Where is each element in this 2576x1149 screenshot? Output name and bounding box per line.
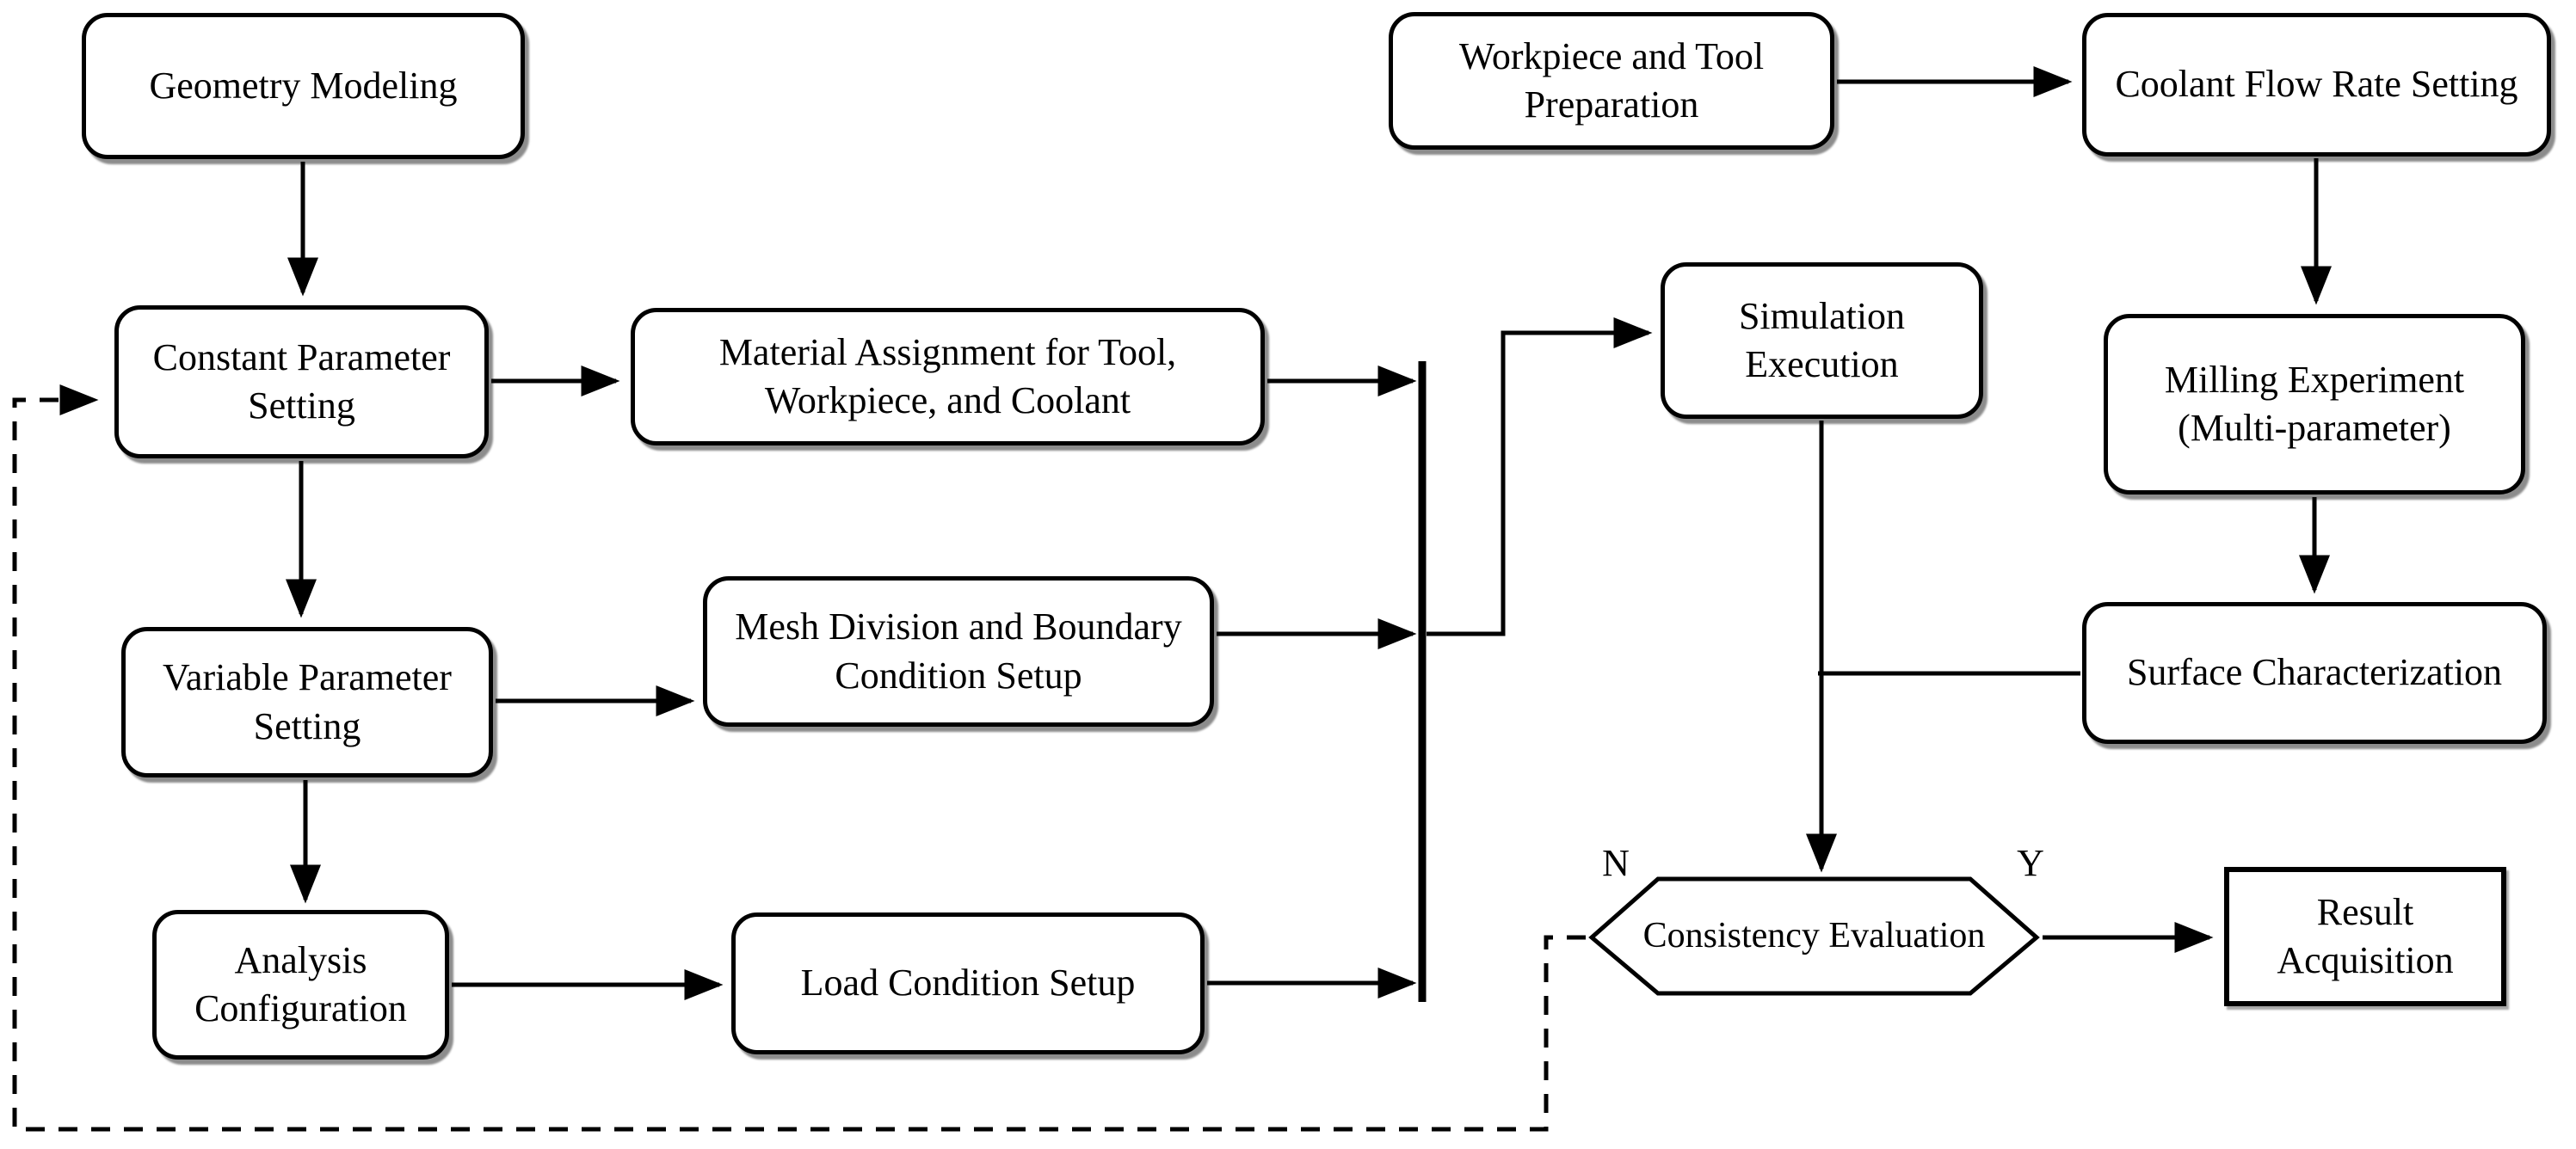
node-load-condition: Load Condition Setup [731, 912, 1205, 1054]
node-result-acquisition: Result Acquisition [2224, 867, 2506, 1006]
arrow-bar-to-simulation [1427, 317, 1653, 636]
branch-label-no: N [1602, 842, 1630, 884]
node-mesh-division: Mesh Division and Boundary Condition Set… [703, 576, 1214, 727]
node-surface-characterization: Surface Characterization [2082, 602, 2547, 744]
dashed-feedback-path [12, 384, 1586, 1132]
node-variable-parameter: Variable Parameter Setting [121, 627, 493, 777]
node-analysis-configuration: Analysis Configuration [152, 910, 449, 1060]
node-workpiece-preparation: Workpiece and Tool Preparation [1389, 12, 1834, 150]
node-constant-parameter: Constant Parameter Setting [114, 305, 489, 458]
node-geometry-modeling: Geometry Modeling [82, 13, 525, 159]
node-simulation-execution: Simulation Execution [1661, 262, 1983, 419]
node-material-assignment: Material Assignment for Tool, Workpiece,… [631, 308, 1265, 445]
node-coolant-flow-rate: Coolant Flow Rate Setting [2082, 13, 2551, 157]
node-consistency-hexagon [1588, 876, 2040, 996]
branch-label-yes: Y [2017, 842, 2044, 884]
node-milling-experiment: Milling Experiment (Multi-parameter) [2104, 314, 2525, 495]
node-consistency-evaluation-label: Consistency Evaluation [1642, 915, 1986, 955]
